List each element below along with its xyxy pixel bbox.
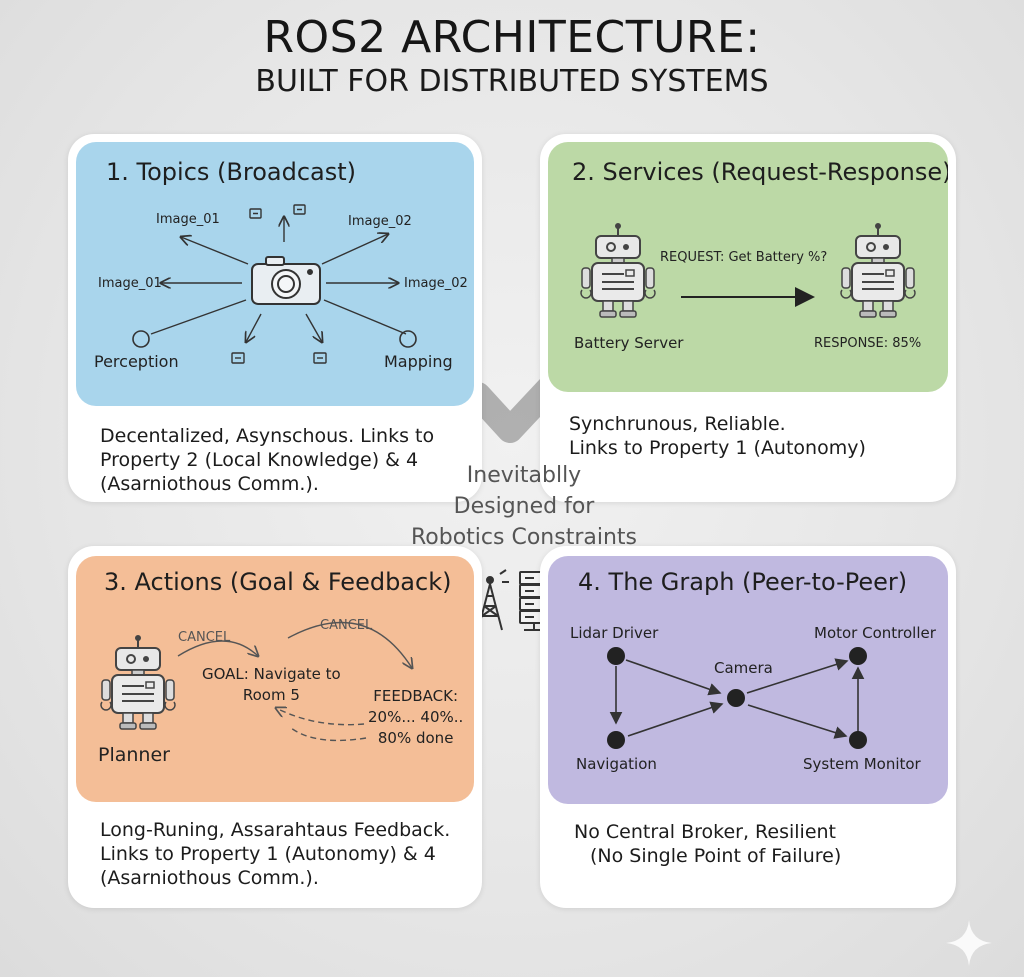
graph-node-navigation [607, 731, 625, 749]
graph-title: 4. The Graph (Peer-to-Peer) [578, 568, 908, 596]
robot-icon [580, 222, 656, 318]
topics-description: Decentalized, Asynschous. Links to Prope… [100, 425, 435, 495]
graph-description: No Central Broker, Resilient (No Single … [574, 821, 842, 867]
actions-title: 3. Actions (Goal & Feedback) [104, 568, 452, 596]
node-label-camera: Camera [714, 659, 773, 677]
request-label: REQUEST: Get Battery %? [660, 250, 828, 265]
topics-panel: 1. Topics (Broadcast) Image_01 Image_02 … [76, 142, 474, 406]
center-caption: Inevitablly Designed for Robotics Constr… [411, 463, 637, 550]
graph-node-lidar [607, 647, 625, 665]
actions-panel: 3. Actions (Goal & Feedback) CANCEL CANC… [76, 556, 474, 802]
response-label: RESPONSE: 85% [814, 336, 922, 351]
topic-label-image-top-right: Image_02 [348, 214, 412, 229]
antenna-tower-icon [471, 569, 509, 631]
topics-title: 1. Topics (Broadcast) [106, 158, 356, 186]
page-title: ROS2 ARCHITECTURE: [263, 12, 761, 63]
node-label-motor: Motor Controller [814, 624, 936, 642]
robot-icon [840, 222, 916, 318]
planner-label: Planner [98, 744, 170, 766]
graph-panel: 4. The Graph (Peer-to-Peer) Lidar Driver… [548, 556, 948, 804]
camera-icon [251, 256, 321, 305]
cancel-label-left: CANCEL [178, 630, 231, 645]
node-label-lidar: Lidar Driver [570, 624, 659, 642]
robot-icon [100, 634, 176, 730]
node-label-monitor: System Monitor [803, 755, 921, 773]
goal-label: GOAL: Navigate to Room 5 [202, 665, 341, 704]
node-label-perception: Perception [94, 352, 179, 371]
node-label-navigation: Navigation [576, 755, 657, 773]
topic-label-image-left: Image_01 [98, 276, 162, 291]
services-description: Synchrunous, Reliable. Links to Property… [569, 413, 866, 459]
graph-node-monitor [849, 731, 867, 749]
cancel-label-right: CANCEL [320, 618, 373, 633]
page-subtitle: BUILT FOR DISTRIBUTED SYSTEMS [255, 64, 769, 99]
battery-server-label: Battery Server [574, 334, 684, 352]
services-panel: 2. Services (Request-Response) REQUEST: … [548, 142, 948, 392]
actions-description: Long-Runing, Assarahtaus Feedback. Links… [100, 819, 451, 889]
topic-label-image-top-left: Image_01 [156, 212, 220, 227]
graph-node-camera [727, 689, 745, 707]
sparkle-icon [946, 920, 992, 966]
services-title: 2. Services (Request-Response) [572, 158, 948, 186]
topic-label-image-right: Image_02 [404, 276, 468, 291]
graph-node-motor [849, 647, 867, 665]
feedback-label: FEEDBACK: 20%... 40%.. 80% done [368, 687, 464, 747]
node-label-mapping: Mapping [384, 352, 453, 371]
